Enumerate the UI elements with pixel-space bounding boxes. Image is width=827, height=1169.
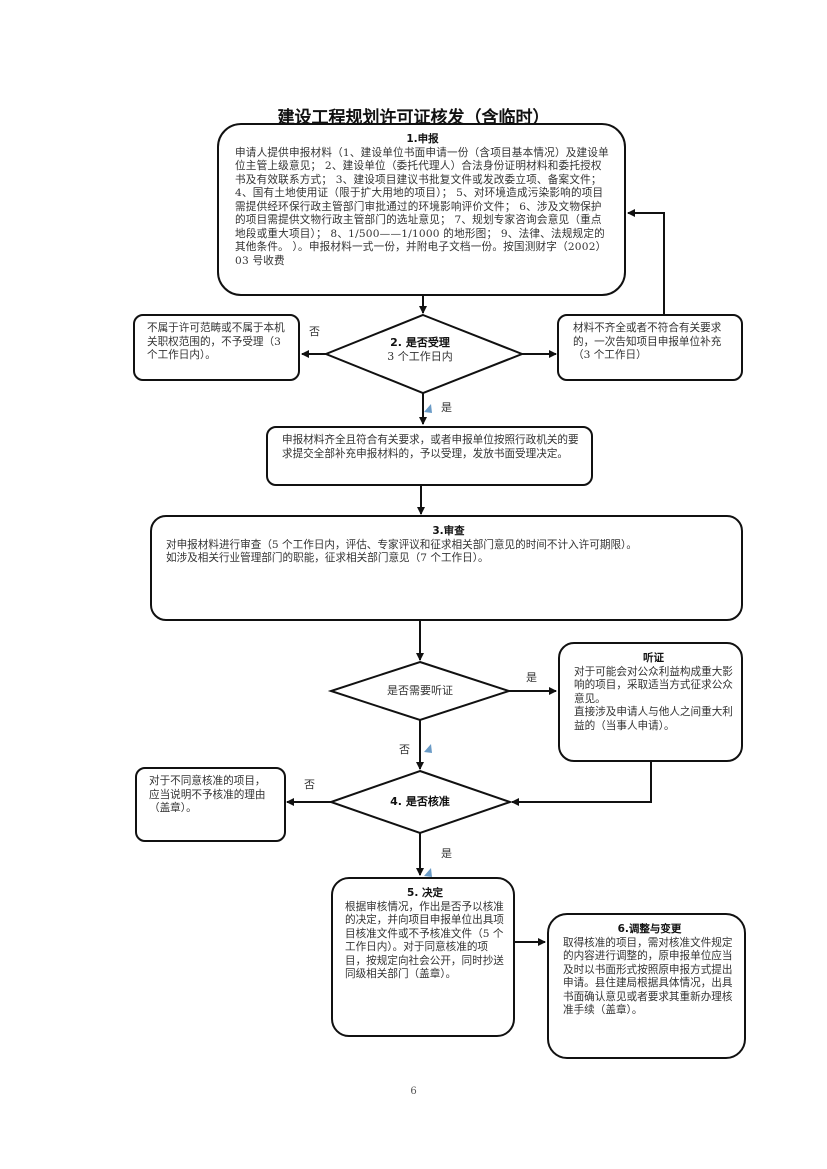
accept-yes-label: 是: [441, 401, 452, 414]
accepted-box: 申报材料齐全且符合有关要求，或者申报单位按照行政机关的要求提交全部补充申报材料的…: [266, 426, 593, 486]
approve-no-label: 否: [304, 778, 315, 791]
step5-heading: 5. 决定: [407, 887, 443, 899]
supplement-text: 材料不齐全或者不符合有关要求的，一次告知项目申报单位补充（3 个工作日）: [573, 322, 722, 361]
page-number: 6: [410, 1086, 417, 1097]
accepted-text: 申报材料齐全且符合有关要求，或者申报单位按照行政机关的要求提交全部补充申报材料的…: [282, 434, 579, 460]
not-accepted-box: 不属于许可范畴或不属于本机关职权范围的，不予受理（3 个工作日内）。: [133, 314, 300, 381]
step1-apply-box: 1.申报 申请人提供申报材料（1、建设单位书面申请一份（含项目基本情况）及建设单…: [217, 123, 626, 296]
hearing-heading: 听证: [643, 652, 664, 664]
anchor-marker: [424, 744, 432, 753]
step6-heading: 6.调整与变更: [617, 923, 682, 935]
not-approved-box: 对于不同意核准的项目，应当说明不予核准的理由（盖章）。: [135, 767, 286, 842]
arrow-supplement-loop: [627, 209, 665, 314]
step5-text: 根据审核情况，作出是否予以核准的决定，并向项目申报单位出具项目核准文件或不予核准…: [345, 900, 504, 981]
step3-text: 对申报材料进行审查（5 个工作日内，评估、专家评议和征求相关部门意见的时间不计入…: [166, 538, 637, 565]
accept-decision-text: 2. 是否受理 3 个工作日内: [350, 336, 490, 364]
hearing-box: 听证 对于可能会对公众利益构成重大影响的项目，采取适当方式征求公众意见。 直接涉…: [558, 642, 743, 762]
step1-heading: 1.申报: [406, 133, 439, 145]
step6-text: 取得核准的项目，需对核准文件规定的内容进行调整的，原申报单位应当及时以书面形式按…: [563, 936, 733, 1017]
accept-no-label: 否: [309, 325, 320, 338]
approve-decision-text: 4. 是否核准: [360, 795, 480, 809]
accept-decision-heading: 2. 是否受理: [390, 336, 450, 349]
anchor-marker: [424, 404, 432, 413]
step5-decision-box: 5. 决定 根据审核情况，作出是否予以核准的决定，并向项目申报单位出具项目核准文…: [331, 877, 515, 1037]
hearing-text: 对于可能会对公众利益构成重大影响的项目，采取适当方式征求公众意见。 直接涉及申请…: [574, 665, 733, 732]
supplement-box: 材料不齐全或者不符合有关要求的，一次告知项目申报单位补充（3 个工作日）: [557, 314, 743, 381]
hearing-no-label: 否: [399, 743, 410, 756]
not-approved-text: 对于不同意核准的项目，应当说明不予核准的理由（盖章）。: [149, 775, 266, 814]
approve-decision-heading: 4. 是否核准: [390, 795, 450, 808]
approve-yes-label: 是: [441, 847, 452, 860]
step1-text: 申请人提供申报材料（1、建设单位书面申请一份（含项目基本情况）及建设单位主管上级…: [235, 146, 609, 267]
step6-adjust-box: 6.调整与变更 取得核准的项目，需对核准文件规定的内容进行调整的，原申报单位应当…: [547, 913, 746, 1059]
hearing-yes-label: 是: [526, 671, 537, 684]
anchor-marker: [424, 868, 432, 877]
arrow-hearing-to-approve: [511, 762, 652, 806]
step3-heading: 3.审查: [432, 525, 465, 537]
hearing-decision-text: 是否需要听证: [387, 684, 453, 697]
step3-review-box: 3.审查 对申报材料进行审查（5 个工作日内，评估、专家评议和征求相关部门意见的…: [150, 515, 743, 621]
accept-decision-subtext: 3 个工作日内: [387, 350, 453, 363]
not-accepted-text: 不属于许可范畴或不属于本机关职权范围的，不予受理（3 个工作日内）。: [147, 322, 285, 361]
